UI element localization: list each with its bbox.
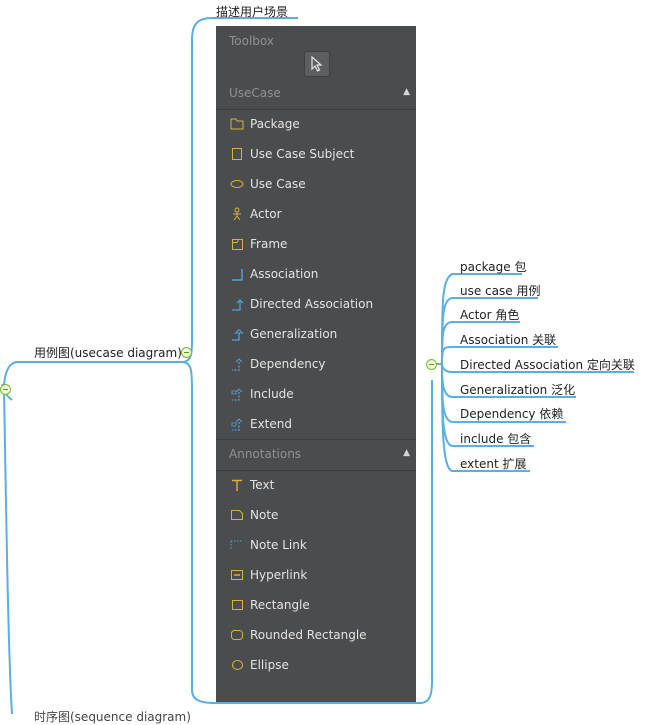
toolbox-title: Toolbox	[229, 34, 274, 48]
section-header-usecase[interactable]: UseCase	[229, 86, 281, 100]
right-branch-collapse-toggle[interactable]	[426, 359, 437, 370]
tool-include[interactable]: Include	[216, 379, 416, 409]
tool-text[interactable]: Text	[216, 470, 416, 500]
tool-ellipse[interactable]: Ellipse	[216, 650, 416, 680]
tool-actor[interactable]: Actor	[216, 199, 416, 229]
pointer-tool-button[interactable]	[304, 51, 330, 77]
tool-label: Directed Association	[250, 297, 374, 311]
connector-main-node	[3, 361, 182, 390]
tool-note[interactable]: Note	[216, 500, 416, 530]
pointer-arrow-icon	[311, 56, 323, 72]
package-icon	[230, 117, 244, 131]
section-divider	[216, 439, 416, 440]
tool-label: Generalization	[250, 327, 338, 341]
section-divider	[216, 470, 416, 471]
right-branch-package[interactable]: package 包	[460, 260, 527, 274]
bottom-partial-node[interactable]: 时序图(sequence diagram)	[34, 710, 191, 724]
tool-dependency[interactable]: Dependency	[216, 349, 416, 379]
tool-directed-association[interactable]: Directed Association	[216, 289, 416, 319]
rounded-rectangle-icon	[230, 628, 244, 642]
tool-label: Note	[250, 508, 279, 522]
tool-label: Include	[250, 387, 294, 401]
actor-icon	[230, 207, 244, 221]
tool-label: Actor	[250, 207, 282, 221]
tool-note-link[interactable]: Note Link	[216, 530, 416, 560]
tool-label: Rectangle	[250, 598, 310, 612]
tool-association[interactable]: Association	[216, 259, 416, 289]
tool-label: Note Link	[250, 538, 307, 552]
connector-toolbox-loop	[181, 361, 433, 704]
tool-label: Dependency	[250, 357, 326, 371]
directed-association-icon	[230, 297, 244, 311]
collapse-arrow-icon[interactable]: ▲	[403, 87, 410, 97]
toolbox-panel: Toolbox UseCase ▲ Package Use Case Subje…	[216, 26, 416, 702]
top-branch-label[interactable]: 描述用户场景	[216, 5, 289, 19]
tool-rounded-rectangle[interactable]: Rounded Rectangle	[216, 620, 416, 650]
use-case-icon	[230, 177, 244, 191]
main-node-label[interactable]: 用例图(usecase diagram)	[34, 346, 182, 360]
main-node-collapse-toggle[interactable]	[181, 347, 192, 358]
tool-rectangle[interactable]: Rectangle	[216, 590, 416, 620]
tool-generalization[interactable]: Generalization	[216, 319, 416, 349]
generalization-icon	[230, 327, 244, 341]
note-link-icon	[230, 538, 244, 552]
frame-icon	[230, 237, 244, 251]
right-branch-association[interactable]: Association 关联	[460, 333, 557, 347]
text-icon	[230, 478, 244, 492]
right-branch-include[interactable]: include 包含	[460, 432, 532, 446]
tool-label: Frame	[250, 237, 288, 251]
tool-extend[interactable]: Extend	[216, 409, 416, 439]
tool-hyperlink[interactable]: Hyperlink	[216, 560, 416, 590]
tool-use-case-subject[interactable]: Use Case Subject	[216, 139, 416, 169]
connector-rb-8	[441, 363, 530, 472]
tool-label: Package	[250, 117, 300, 131]
extend-icon	[230, 417, 244, 431]
connector-rb-3	[441, 346, 558, 365]
right-branch-extent[interactable]: extent 扩展	[460, 457, 527, 471]
section-header-annotations[interactable]: Annotations	[229, 447, 302, 461]
ellipse-icon	[230, 658, 244, 672]
connector-root-trunk	[3, 388, 13, 714]
tool-label: Extend	[250, 417, 292, 431]
right-branch-dependency[interactable]: Dependency 依赖	[460, 407, 564, 421]
tool-label: Association	[250, 267, 319, 281]
tool-use-case[interactable]: Use Case	[216, 169, 416, 199]
include-icon	[230, 387, 244, 401]
tool-label: Use Case	[250, 177, 306, 191]
note-icon	[230, 508, 244, 522]
collapse-arrow-icon[interactable]: ▲	[403, 448, 410, 458]
tool-label: Hyperlink	[250, 568, 308, 582]
right-branch-use-case[interactable]: use case 用例	[460, 284, 541, 298]
tool-package[interactable]: Package	[216, 109, 416, 139]
root-collapse-toggle[interactable]	[0, 384, 11, 395]
tool-label: Ellipse	[250, 658, 289, 672]
dependency-icon	[230, 357, 244, 371]
right-branch-directed-association[interactable]: Directed Association 定向关联	[460, 358, 635, 372]
connector-top-branch	[181, 17, 298, 363]
hyperlink-icon	[230, 568, 244, 582]
tool-label: Text	[250, 478, 275, 492]
use-case-subject-icon	[230, 147, 244, 161]
tool-label: Use Case Subject	[250, 147, 355, 161]
right-branch-actor[interactable]: Actor 角色	[460, 308, 520, 322]
rectangle-icon	[230, 598, 244, 612]
association-icon	[230, 267, 244, 281]
section-divider	[216, 109, 416, 110]
right-branch-generalization[interactable]: Generalization 泛化	[460, 383, 576, 397]
tool-frame[interactable]: Frame	[216, 229, 416, 259]
tool-label: Rounded Rectangle	[250, 628, 367, 642]
